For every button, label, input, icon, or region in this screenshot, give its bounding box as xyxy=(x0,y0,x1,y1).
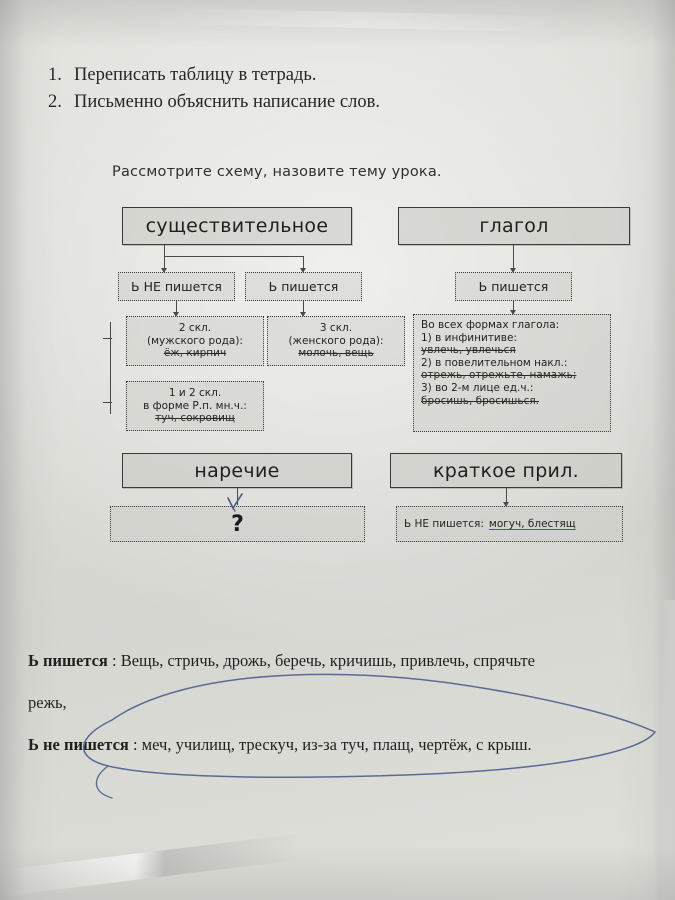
bracket-line xyxy=(103,402,112,404)
instructions-list: 1. Переписать таблицу в тетрадь. 2. Пись… xyxy=(48,62,608,116)
detail-examples: молочь, вещь xyxy=(298,347,374,360)
pen-check-mark xyxy=(227,493,243,512)
detail-line-1: 2 скл. xyxy=(178,322,212,335)
detail-line-1: 3 скл. xyxy=(319,322,353,335)
connector-arrow xyxy=(510,310,516,315)
instruction-text: Переписать таблицу в тетрадь. xyxy=(74,65,317,85)
instruction-item: 1. Переписать таблицу в тетрадь. xyxy=(48,62,608,89)
connector-arrow xyxy=(300,268,306,273)
connector-line xyxy=(513,245,515,271)
detail-line-2: в форме Р.п. мн.ч.: xyxy=(143,399,247,412)
scheme-title: Рассмотрите схему, назовите тему урока. xyxy=(112,164,442,180)
connector-line xyxy=(164,256,166,271)
node-label: Ь НЕ пишется xyxy=(131,279,222,294)
scheme-diagram: Рассмотрите схему, назовите тему урока. … xyxy=(0,150,675,570)
instruction-text: Письменно объяснить написание слов. xyxy=(74,92,380,112)
answer-label: Ь не пишется xyxy=(28,735,129,754)
connector-arrow xyxy=(503,502,509,507)
node-noun-2nd-decl: 2 скл. (мужского рода): ёж, кирпич xyxy=(126,316,264,366)
node-noun-heading: существительное xyxy=(122,207,352,245)
connector-arrow xyxy=(173,312,179,317)
answer-label: Ь пишется xyxy=(28,651,108,670)
detail-line-2: (женского рода): xyxy=(288,334,384,347)
node-short-adjective-heading: краткое прил. xyxy=(390,453,622,488)
answer-line-soft-sign-written: Ь пишется : Вещь, стричь, дрожь, беречь,… xyxy=(28,640,653,682)
question-mark: ? xyxy=(231,511,244,537)
node-noun-1st-2nd-decl-genitive: 1 и 2 скл. в форме Р.п. мн.ч.: туч, сокр… xyxy=(126,381,264,431)
verb-item-3-label: 3) во 2-м лице ед.ч.: xyxy=(421,381,534,394)
verb-item-2-examples: отрежь, отрежьте, намажь; xyxy=(421,369,577,382)
bracket-line xyxy=(110,322,112,414)
bracket-line xyxy=(103,338,112,340)
node-label: глагол xyxy=(479,215,549,237)
detail-examples: ёж, кирпич xyxy=(163,347,227,360)
instruction-item: 2. Письменно объяснить написание слов. xyxy=(48,89,608,116)
answer-line-soft-sign-not-written: Ь не пишется : меч, училищ, трескуч, из-… xyxy=(28,724,653,766)
answer-line-continuation: режь, xyxy=(28,682,653,724)
connector-line xyxy=(513,301,515,313)
answer-text: меч, училищ, трескуч, из-за туч, плащ, ч… xyxy=(141,735,532,754)
node-verb-forms: Во всех формах глагола: 1) в инфинитиве:… xyxy=(413,314,611,432)
verb-line-1: Во всех формах глагола: xyxy=(421,319,560,331)
node-adverb-answer: ? xyxy=(110,506,365,542)
node-verb-yes-soft-sign: Ь пишется xyxy=(455,272,572,301)
connector-line xyxy=(164,245,166,257)
node-verb-heading: глагол xyxy=(398,207,630,245)
detail-line-2: (мужского рода): xyxy=(147,334,243,347)
connector-line xyxy=(237,488,239,505)
detail-examples: туч, сокровищ xyxy=(155,412,235,425)
rule-label: Ь НЕ пишется: xyxy=(404,517,484,530)
node-noun-yes-soft-sign: Ь пишется xyxy=(245,272,362,301)
node-noun-3rd-decl: 3 скл. (женского рода): молочь, вещь xyxy=(267,316,405,366)
connector-arrow xyxy=(161,268,167,273)
node-noun-no-soft-sign: Ь НЕ пишется xyxy=(118,272,235,301)
connector-line xyxy=(303,301,305,315)
instruction-number: 2. xyxy=(48,92,62,112)
node-label: наречие xyxy=(194,459,280,482)
instruction-number: 1. xyxy=(48,65,62,85)
answer-separator: : xyxy=(107,651,121,670)
node-label: существительное xyxy=(145,215,329,237)
node-label: Ь пишется xyxy=(268,279,339,294)
verb-item-3-examples: бросишь, бросишься. xyxy=(421,394,540,407)
verb-item-1-label: 1) в инфинитиве: xyxy=(421,331,517,344)
verb-item-2-label: 2) в повелительном накл.: xyxy=(421,356,568,369)
connector-arrow xyxy=(510,268,516,273)
connector-arrow xyxy=(300,312,306,317)
answer-text: Вещь, стричь, дрожь, беречь, кричишь, пр… xyxy=(120,651,535,670)
connector-line xyxy=(303,256,305,271)
rule-examples: могуч, блестящ xyxy=(488,517,576,530)
node-label: Ь пишется xyxy=(478,279,549,294)
node-short-adjective-rule: Ь НЕ пишется: могуч, блестящ xyxy=(396,506,623,542)
verb-item-1-examples: увлечь, увлечься xyxy=(421,344,516,357)
answer-separator: : xyxy=(128,735,142,754)
bottom-answers: Ь пишется : Вещь, стричь, дрожь, беречь,… xyxy=(28,640,653,766)
node-adverb-heading: наречие xyxy=(122,453,352,488)
detail-line-1: 1 и 2 скл. xyxy=(168,387,222,400)
connector-line xyxy=(176,301,178,315)
answer-text: режь, xyxy=(28,693,67,712)
connector-line xyxy=(164,256,304,258)
connector-line xyxy=(506,488,508,505)
node-label: краткое прил. xyxy=(433,459,579,482)
